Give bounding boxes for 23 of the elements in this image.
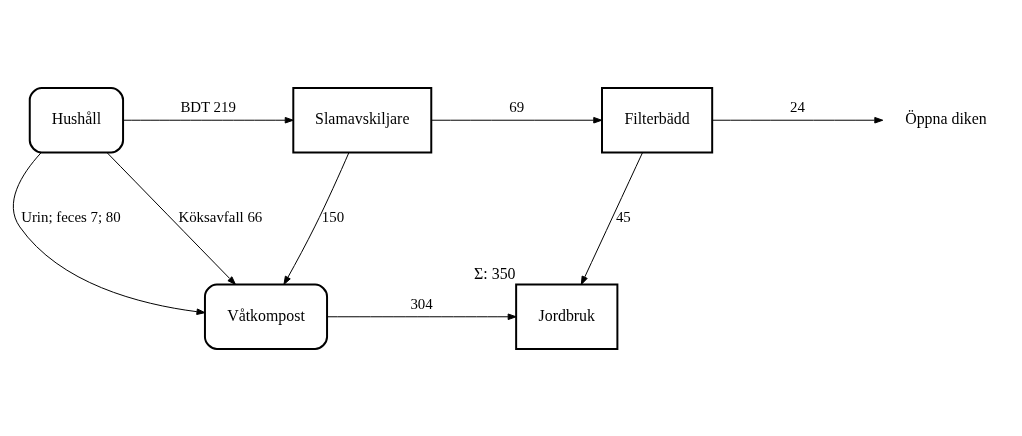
- edge-label: BDT 219: [180, 98, 236, 115]
- edge-label: 45: [615, 208, 631, 225]
- arrow: [326, 313, 517, 320]
- edge-label: Köksavfall 66: [178, 208, 263, 225]
- node-box: Jordbruk: [515, 283, 619, 350]
- arrow: [12, 151, 206, 315]
- edge-label: 150: [321, 208, 345, 225]
- arrow: [122, 116, 294, 123]
- arrow: [580, 151, 643, 285]
- arrow: [430, 116, 603, 123]
- edge-label: 304: [410, 295, 433, 312]
- node-text: Öppna diken: [905, 109, 987, 127]
- arrow: [283, 151, 350, 285]
- node-box: Slamavskiljare: [292, 86, 433, 153]
- edge-label: 24: [790, 98, 805, 115]
- edge-label: Urin; feces 7; 80: [21, 208, 121, 225]
- edge-label: 69: [509, 98, 525, 115]
- node-box: Hushåll: [28, 86, 125, 153]
- node-box: Våtkompost: [203, 283, 329, 350]
- arrow: [106, 151, 236, 285]
- node-label: Σ: 350: [474, 264, 516, 282]
- node-box: Filterbädd: [601, 86, 714, 153]
- arrow: [711, 116, 884, 123]
